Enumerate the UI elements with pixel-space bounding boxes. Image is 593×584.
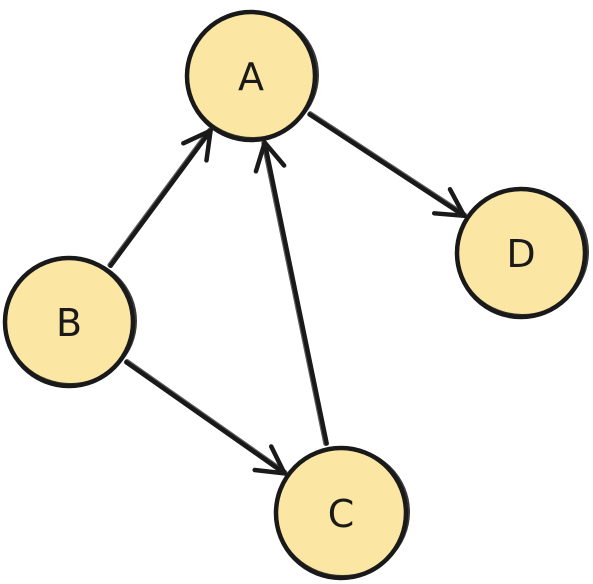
node-label: C bbox=[328, 492, 355, 536]
arrowhead-icon bbox=[181, 128, 213, 163]
edge-line-sketch bbox=[261, 140, 328, 446]
arrowhead-icon bbox=[431, 187, 467, 218]
nodes-layer: A B C D bbox=[2, 9, 589, 581]
edge-a-to-d bbox=[307, 111, 468, 218]
edge-b-to-a bbox=[107, 127, 213, 268]
node-sketch-outline bbox=[186, 11, 319, 139]
node-sketch-outline bbox=[456, 188, 589, 316]
arrowhead-icon bbox=[252, 444, 287, 476]
node-b: B bbox=[2, 255, 137, 389]
node-sketch-outline bbox=[4, 257, 137, 385]
node-c: C bbox=[273, 445, 410, 581]
node-label: D bbox=[506, 232, 535, 276]
node-label: B bbox=[56, 301, 82, 345]
edges-layer bbox=[107, 111, 468, 476]
edge-c-to-a bbox=[253, 140, 329, 446]
arrowhead-icon bbox=[253, 140, 287, 174]
node-sketch-outline bbox=[275, 447, 410, 577]
node-a: A bbox=[184, 9, 319, 143]
edge-line-sketch bbox=[124, 358, 288, 475]
node-d: D bbox=[454, 186, 589, 320]
edge-line-sketch bbox=[107, 127, 212, 268]
edge-line-sketch bbox=[307, 111, 468, 217]
edge-b-to-c bbox=[124, 358, 288, 476]
node-label: A bbox=[238, 55, 264, 99]
